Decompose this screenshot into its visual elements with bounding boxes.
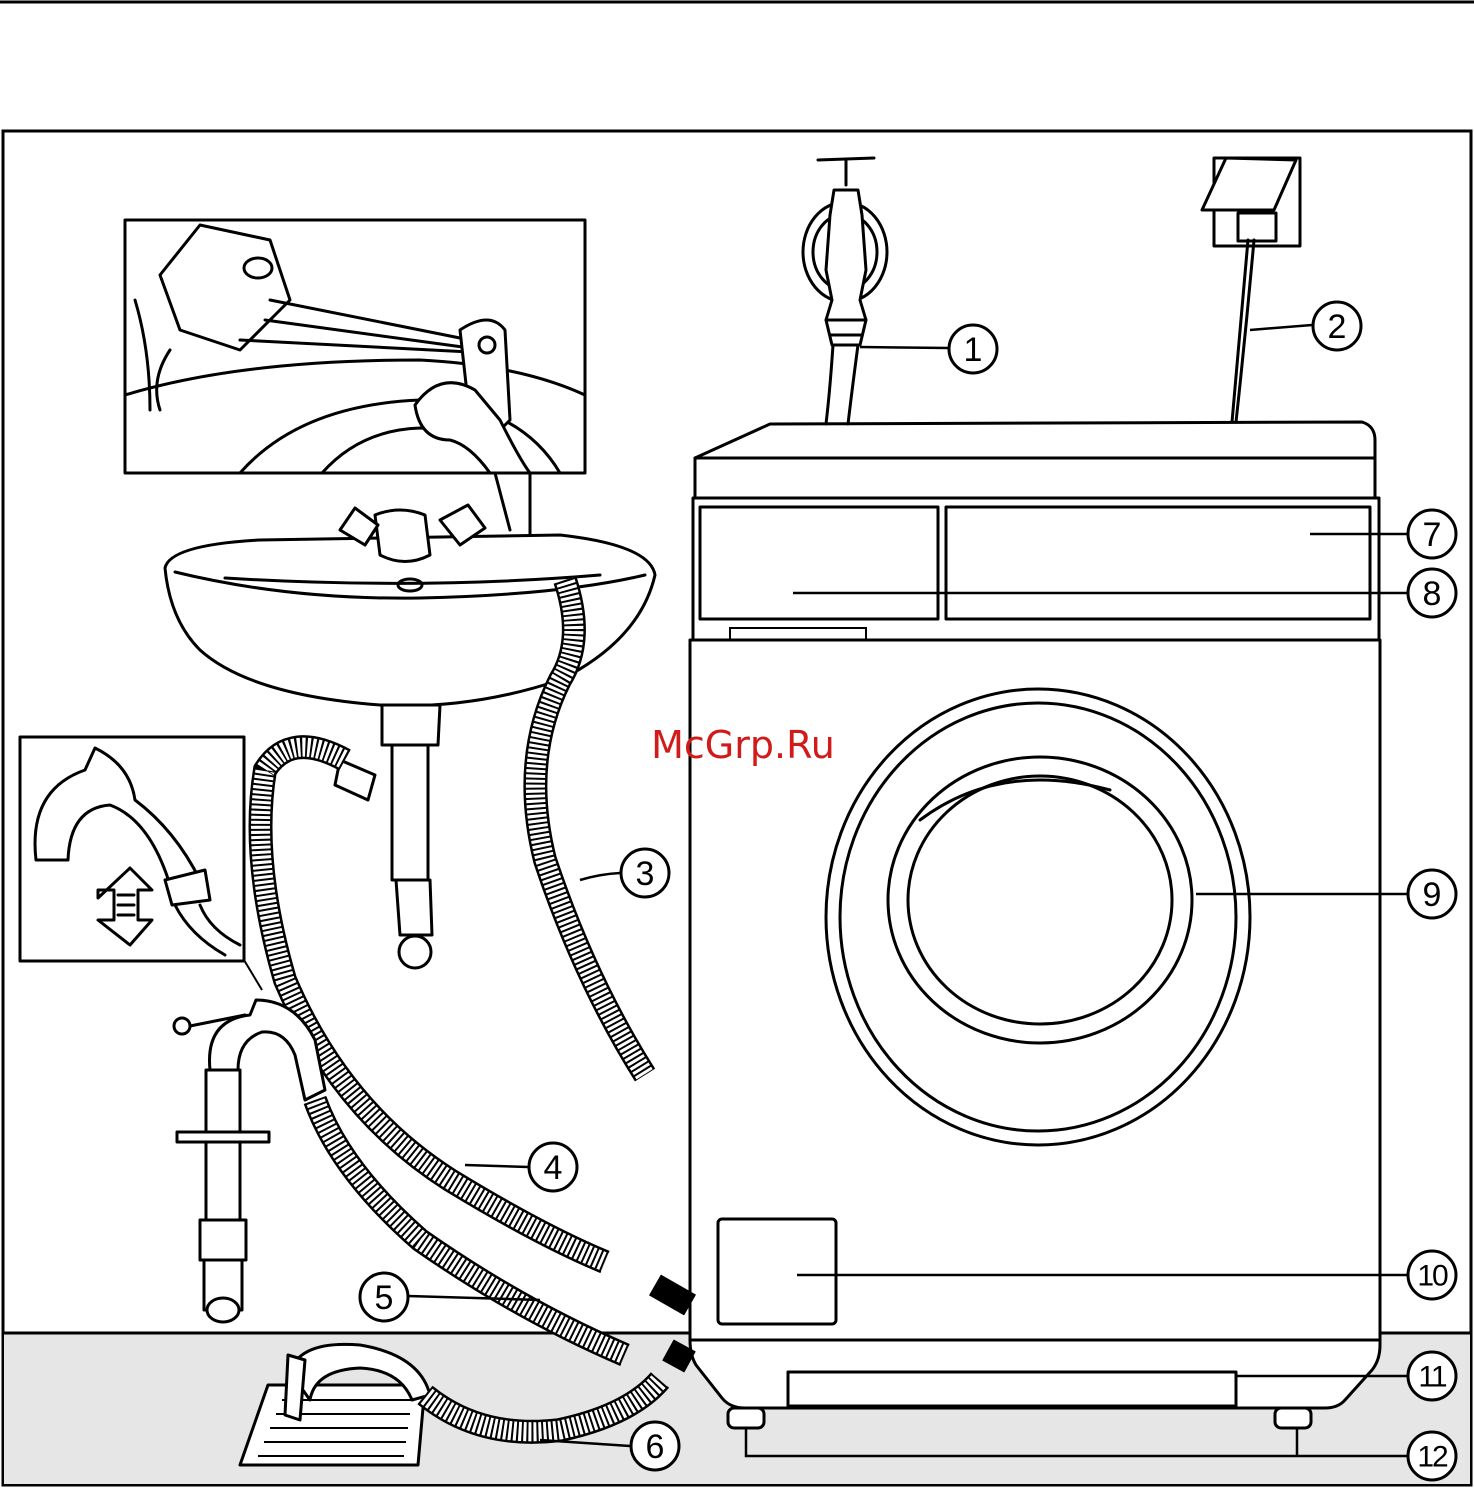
- detergent-drawer: [700, 507, 938, 619]
- callout-6: 6: [631, 1422, 679, 1470]
- callout-11-label: 11: [1418, 1361, 1446, 1394]
- callout-3: 3: [621, 849, 669, 897]
- callout-11: 11: [1408, 1352, 1456, 1400]
- foot-left: [728, 1408, 764, 1428]
- callout-9: 9: [1408, 870, 1456, 918]
- callout-10: 10: [1408, 1251, 1456, 1299]
- callout-6-label: 6: [646, 1428, 665, 1466]
- callout-3-label: 3: [636, 855, 655, 893]
- callout-5-label: 5: [375, 1279, 394, 1317]
- callout-10-label: 10: [1417, 1260, 1448, 1293]
- callout-2-label: 2: [1328, 308, 1347, 346]
- foot-right: [1275, 1408, 1311, 1428]
- callout-4: 4: [529, 1143, 577, 1191]
- washing-machine: [690, 422, 1380, 1428]
- machine-top: [695, 422, 1375, 498]
- callout-8: 8: [1408, 569, 1456, 617]
- inset-hose-height-detail: [20, 737, 262, 990]
- callout-4-label: 4: [544, 1149, 563, 1187]
- callout-9-label: 9: [1423, 876, 1442, 914]
- callout-1-label: 1: [964, 331, 983, 369]
- callout-5: 5: [360, 1273, 408, 1321]
- plinth-cover: [788, 1372, 1236, 1406]
- power-socket: [1202, 158, 1300, 246]
- service-flap: [718, 1219, 836, 1324]
- inset-hose-hook-detail: [125, 220, 585, 473]
- callout-7-label: 7: [1423, 516, 1442, 554]
- callout-2: 2: [1313, 302, 1361, 350]
- door-glass-rim: [888, 757, 1192, 1043]
- callout-7: 7: [1408, 510, 1456, 558]
- watermark: McGrp.Ru: [651, 723, 835, 767]
- control-display-panel: [946, 507, 1370, 619]
- callout-1: 1: [949, 325, 997, 373]
- callout-8-label: 8: [1423, 575, 1442, 613]
- callout-12: 12: [1408, 1432, 1456, 1480]
- callout-12-label: 12: [1417, 1441, 1448, 1474]
